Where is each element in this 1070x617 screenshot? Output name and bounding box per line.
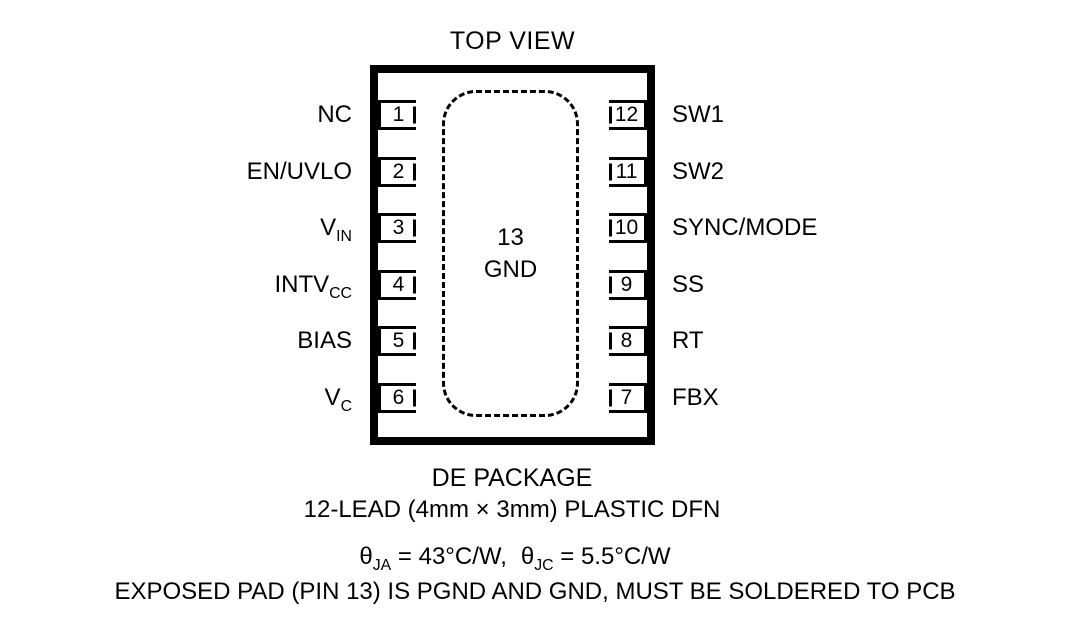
pin-number-10: 10 (614, 216, 639, 240)
theta-ja-value: = 43°C/W, (391, 543, 507, 570)
pin-number-3: 3 (392, 216, 405, 240)
right-pin-column: 12 11 10 9 8 7 (609, 100, 647, 413)
pin-label-sync-mode: SYNC/MODE (672, 213, 1062, 243)
package-description: 12-LEAD (4mm × 3mm) PLASTIC DFN (303, 496, 721, 523)
pin-number-4: 4 (392, 272, 405, 296)
pin-box-7: 7 (609, 382, 647, 413)
pin-label-subscript: IN (336, 227, 352, 245)
exposed-pad-label: GND (483, 255, 538, 283)
pin-number-1: 1 (392, 103, 405, 126)
pin-box-12: 12 (609, 100, 647, 130)
pin-label-intvcc: INTVCC (0, 270, 352, 302)
pin-label-sw1: SW1 (672, 100, 1062, 130)
right-label-column: SW1 SW2 SYNC/MODE SS RT FBX (672, 100, 1062, 413)
left-label-column: NC EN/UVLO VIN INTVCC BIAS VC (0, 100, 352, 415)
pin-label-text: FBX (672, 383, 719, 411)
pin-box-11: 11 (609, 156, 647, 187)
exposed-pad-note: EXPOSED PAD (PIN 13) IS PGND AND GND, MU… (114, 578, 956, 605)
theta-jc-symbol: θ (520, 543, 535, 570)
package-outline (370, 65, 655, 445)
pin-label-text: SS (672, 270, 705, 298)
theta-jc-value: = 5.5°C/W (553, 543, 671, 570)
left-pin-column: 1 2 3 4 5 6 (378, 100, 416, 413)
theta-jc-subscript: JC (534, 556, 554, 574)
theta-ja-subscript: JA (372, 556, 392, 574)
pin-label-fbx: FBX (672, 383, 1062, 413)
pin-box-1: 1 (378, 100, 416, 130)
pin-number-12: 12 (614, 103, 639, 126)
pin-label-ss: SS (672, 270, 1062, 300)
pin-label-rt: RT (672, 326, 1062, 356)
pin-label-text: SYNC/MODE (672, 214, 818, 242)
pin-box-6: 6 (378, 382, 416, 413)
pin-label-text: V (320, 214, 337, 242)
pin-box-2: 2 (378, 156, 416, 187)
pin-number-7: 7 (620, 385, 633, 409)
diagram-title: TOP VIEW (449, 27, 576, 55)
pin-label-sw2: SW2 (672, 157, 1062, 187)
pin-label-en-uvlo: EN/UVLO (0, 157, 352, 187)
pin-box-9: 9 (609, 269, 647, 300)
pin-number-5: 5 (392, 329, 405, 353)
pin-label-subscript: C (340, 397, 352, 415)
pin-label-bias: BIAS (0, 326, 352, 356)
theta-ja-symbol: θ (359, 543, 373, 570)
pin-box-5: 5 (378, 326, 416, 357)
pin-label-text: SW1 (672, 101, 725, 128)
pin-label-subscript: CC (329, 284, 352, 302)
exposed-pad-number: 13 (497, 223, 524, 251)
pin-label-text: INTV (274, 270, 330, 298)
pin-box-3: 3 (378, 213, 416, 244)
pin-label-text: RT (672, 327, 704, 355)
pin-number-6: 6 (392, 385, 405, 409)
pin-label-vin: VIN (0, 213, 352, 245)
thermal-ratings: θJA = 43°C/W,θJC = 5.5°C/W (215, 543, 815, 574)
pin-number-9: 9 (620, 272, 633, 296)
pin-label-text: NC (317, 101, 352, 128)
package-name: DE PACKAGE (431, 464, 593, 492)
pin-label-vc: VC (0, 383, 352, 415)
pin-label-text: SW2 (672, 157, 725, 185)
pin-label-text: EN/UVLO (246, 157, 352, 185)
pin-box-4: 4 (378, 269, 416, 300)
pin-label-nc: NC (0, 100, 352, 130)
pin-number-8: 8 (620, 329, 633, 353)
pin-box-8: 8 (609, 326, 647, 357)
pin-label-text: V (324, 383, 341, 411)
exposed-pad: 13 GND (442, 90, 579, 417)
pin-number-2: 2 (392, 159, 405, 183)
pin-number-11: 11 (615, 159, 638, 183)
pin-box-10: 10 (609, 213, 647, 244)
pin-label-text: BIAS (297, 327, 352, 355)
